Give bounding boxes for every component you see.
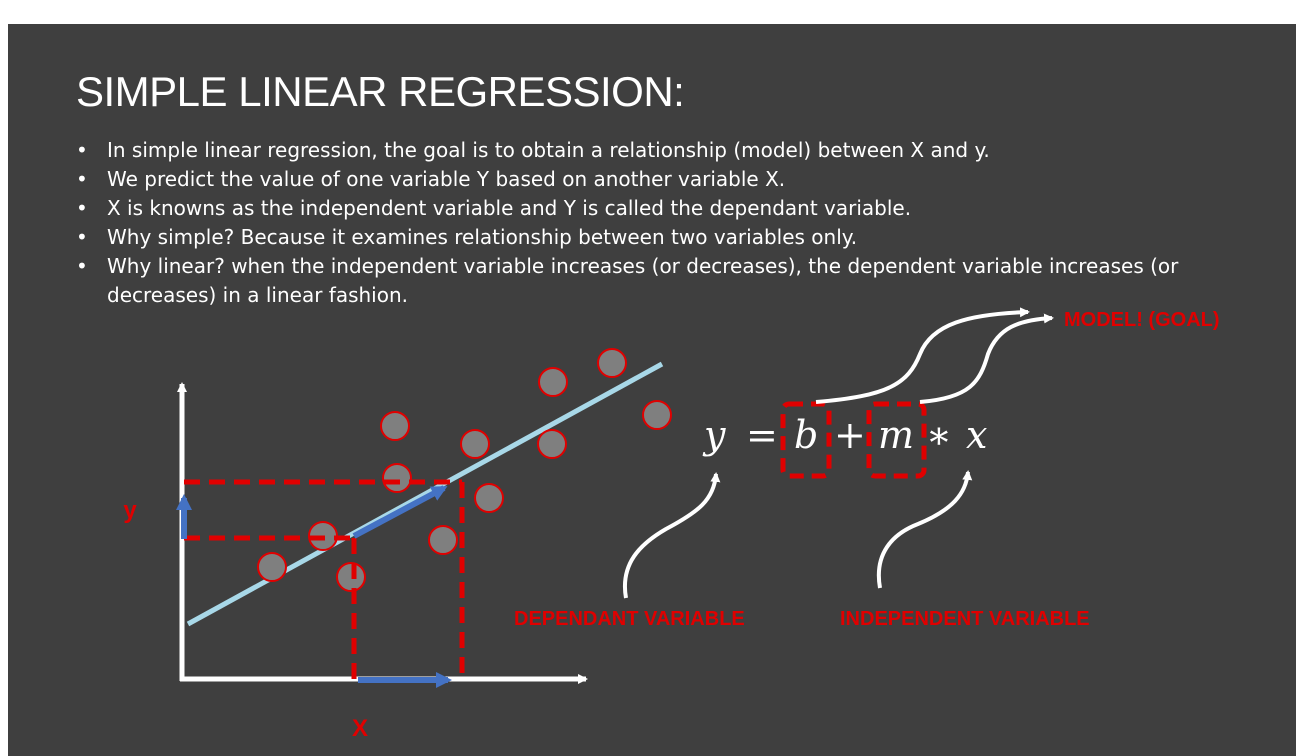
equation-equals: = <box>746 413 778 457</box>
bullet-item: • In simple linear regression, the goal i… <box>72 136 1272 165</box>
data-points <box>257 348 672 592</box>
bullet-dot-icon: • <box>76 196 88 220</box>
x-axis-label: X <box>352 715 368 742</box>
data-point <box>460 429 490 459</box>
bullet-text: Why linear? when the independent variabl… <box>107 254 1179 307</box>
regression-diagram: y X y = b + m ∗ x MODEL! (GOAL) DEPENDAN… <box>123 307 1220 742</box>
slide: SIMPLE LINEAR REGRESSION: • In simple lin… <box>8 24 1296 756</box>
independent-variable-label: INDEPENDENT VARIABLE <box>840 608 1090 630</box>
data-point <box>538 367 568 397</box>
data-point <box>257 552 287 582</box>
delta-arrows <box>176 485 452 688</box>
data-point <box>642 400 672 430</box>
y-axis-label: y <box>123 497 137 524</box>
equation-x: x <box>966 413 987 457</box>
bullet-dot-icon: • <box>76 225 88 249</box>
model-arrow-1 <box>815 307 1030 404</box>
bullet-item: • X is knowns as the independent variable… <box>72 194 1272 223</box>
bullet-dot-icon: • <box>76 138 88 162</box>
equation: y = b + m ∗ x <box>702 401 987 479</box>
equation-m: m <box>878 413 914 457</box>
model-goal-label: MODEL! (GOAL) <box>1064 309 1220 331</box>
bullet-text: In simple linear regression, the goal is… <box>107 138 990 162</box>
dependant-variable-label: DEPENDANT VARIABLE <box>514 608 745 630</box>
data-point <box>597 348 627 378</box>
bullet-dot-icon: • <box>76 167 88 191</box>
equation-y: y <box>702 413 726 457</box>
dependant-arrow <box>622 472 721 599</box>
bullet-list: • In simple linear regression, the goal i… <box>72 136 1272 310</box>
slope-arrow <box>352 485 448 539</box>
slope-highlight-box <box>866 401 927 479</box>
bullet-text: X is knowns as the independent variable … <box>107 196 912 220</box>
data-point <box>428 525 458 555</box>
data-point <box>474 483 504 513</box>
data-point <box>382 463 412 493</box>
projection-lines <box>184 479 465 679</box>
bullet-item: • We predict the value of one variable Y … <box>72 165 1272 194</box>
model-arrow-2 <box>919 313 1054 404</box>
regression-line <box>186 361 664 627</box>
independent-arrow <box>876 470 973 589</box>
equation-times: ∗ <box>926 413 952 457</box>
bullet-item: • Why simple? Because it examines relatio… <box>72 223 1272 252</box>
intercept-highlight-box <box>780 401 832 479</box>
bullet-item: • Why linear? when the independent variab… <box>72 252 1272 310</box>
data-point <box>336 562 366 592</box>
slide-title: SIMPLE LINEAR REGRESSION: <box>76 68 685 115</box>
data-point <box>537 429 567 459</box>
equation-b: b <box>794 413 818 457</box>
data-point <box>380 411 410 441</box>
annotation-arrows <box>622 307 1054 599</box>
bullet-text: Why simple? Because it examines relation… <box>107 225 858 249</box>
equation-plus: + <box>834 413 866 457</box>
bullet-text: We predict the value of one variable Y b… <box>107 167 786 191</box>
bullet-dot-icon: • <box>76 254 88 278</box>
